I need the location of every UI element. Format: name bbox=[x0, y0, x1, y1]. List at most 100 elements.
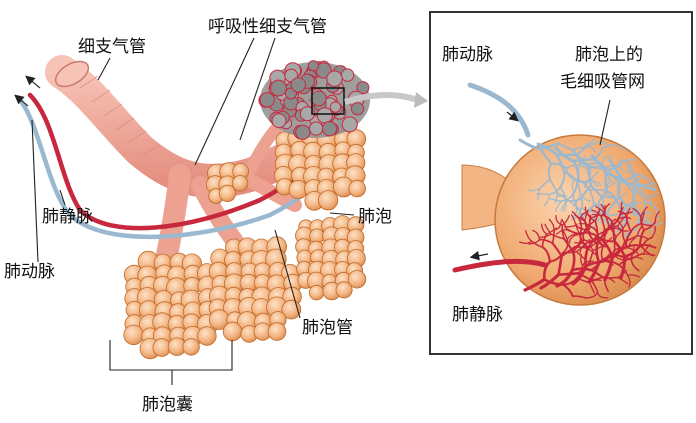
capillary-segment bbox=[636, 182, 657, 191]
capillary-segment bbox=[630, 253, 645, 261]
capillary-segment bbox=[556, 195, 569, 202]
vein-flow-arrow bbox=[25, 75, 41, 89]
capillary-segment bbox=[620, 201, 623, 215]
capillary-segment bbox=[539, 273, 561, 290]
capillary-segment bbox=[625, 244, 644, 249]
capillary-segment bbox=[574, 214, 586, 222]
capillary-alveolus bbox=[350, 102, 365, 116]
capillary-alveolus bbox=[329, 101, 342, 113]
capillary-segment bbox=[519, 240, 532, 245]
label-alveolar-sac: 肺泡囊 bbox=[142, 395, 193, 415]
alveolus-bubble bbox=[335, 281, 353, 299]
capillary-segment bbox=[571, 267, 593, 272]
capillary-segment bbox=[612, 224, 615, 242]
capillary-segment bbox=[562, 199, 567, 212]
alveolus-bubble bbox=[267, 322, 287, 341]
capillary-segment bbox=[539, 147, 553, 165]
capillary-segment bbox=[562, 239, 569, 254]
capillary-segment bbox=[530, 240, 544, 249]
capillary-segment bbox=[627, 274, 640, 278]
capillary-segment bbox=[605, 190, 619, 205]
capillary-segment bbox=[538, 238, 554, 244]
capillary-segment bbox=[599, 215, 610, 224]
inset-label-vein: 肺静脉 bbox=[452, 305, 503, 325]
capillary-segment bbox=[563, 171, 578, 183]
capillary-segment bbox=[590, 154, 608, 175]
capillary-segment bbox=[624, 230, 632, 249]
capillary-segment bbox=[543, 194, 550, 206]
capillary-segment bbox=[523, 277, 546, 292]
capillary-segment bbox=[570, 214, 577, 227]
capillary-segment bbox=[585, 236, 600, 245]
capillary-segment bbox=[572, 159, 580, 181]
capillary-segment bbox=[589, 232, 606, 244]
magnify-arrow-head bbox=[414, 92, 428, 108]
label-alveolar-duct: 肺泡管 bbox=[302, 318, 353, 338]
capillary-segment bbox=[547, 186, 561, 196]
capillary-segment bbox=[549, 251, 565, 263]
inset-label-capillary-line2: 毛细吸管网 bbox=[560, 72, 645, 92]
capillary-segment bbox=[590, 184, 603, 199]
alveolar-sacs bbox=[123, 128, 367, 360]
capillary-segment bbox=[630, 222, 643, 233]
capillary-segment bbox=[555, 200, 562, 212]
capillary-segment bbox=[539, 233, 552, 238]
capillary-segment bbox=[603, 213, 610, 228]
capillary-segment bbox=[650, 221, 664, 225]
alveolus-bubble bbox=[347, 270, 367, 289]
capillary-segment bbox=[571, 264, 588, 286]
capillary-segment bbox=[607, 159, 623, 171]
capillary-segment bbox=[584, 210, 598, 215]
capillary-segment bbox=[527, 188, 541, 192]
capillary-segment bbox=[579, 242, 588, 254]
capillary-segment bbox=[603, 214, 615, 226]
capillary-segment bbox=[620, 211, 633, 215]
capillary-segment bbox=[539, 142, 560, 150]
capillary-segment bbox=[545, 227, 557, 236]
capillary-segment bbox=[602, 183, 614, 191]
capillary-segment bbox=[655, 208, 659, 221]
capillary-segment bbox=[604, 171, 609, 193]
capillary-segment bbox=[588, 166, 593, 187]
label-alveolus: 肺泡 bbox=[358, 207, 392, 227]
capillary-segment bbox=[555, 215, 564, 226]
capillary-segment bbox=[643, 221, 657, 231]
capillary-segment bbox=[600, 215, 606, 231]
magnify-arrow bbox=[344, 92, 419, 105]
capillary-segment bbox=[566, 228, 578, 236]
capillary-segment bbox=[585, 292, 598, 299]
capillary-segment bbox=[588, 166, 610, 171]
capillary-segment bbox=[561, 215, 570, 226]
capillary-segment bbox=[554, 146, 576, 163]
alveolus-bubble bbox=[348, 179, 366, 198]
capillary-alveolus bbox=[270, 79, 287, 97]
capillary-segment bbox=[528, 239, 541, 245]
capillary-segment bbox=[590, 279, 599, 294]
capillary-segment bbox=[623, 244, 642, 258]
capillary-segment bbox=[626, 162, 640, 186]
capillary-segment bbox=[541, 223, 548, 236]
capillary-segment bbox=[578, 232, 589, 249]
capillary-alveolus bbox=[340, 68, 355, 82]
capillary-segment bbox=[586, 140, 602, 145]
capillary-segment bbox=[612, 239, 626, 258]
capillary-segment bbox=[563, 224, 577, 228]
artery-flow-arrow bbox=[14, 94, 29, 107]
capillary-covered-cluster bbox=[258, 60, 370, 140]
capillary-segment bbox=[618, 216, 632, 220]
capillary-alveolus bbox=[341, 116, 358, 133]
capillary-segment bbox=[536, 193, 550, 196]
capillary-alveolus bbox=[356, 81, 370, 95]
capillary-segment bbox=[617, 225, 629, 232]
capillary-segment bbox=[572, 295, 588, 299]
capillary-segment bbox=[600, 244, 605, 260]
alveolus-bubble bbox=[231, 175, 249, 192]
capillary-segment bbox=[544, 223, 552, 235]
capillary-segment bbox=[588, 189, 595, 204]
capillary-segment bbox=[548, 218, 555, 231]
capillary-segment bbox=[574, 241, 588, 245]
capillary-segment bbox=[621, 227, 626, 243]
capillary-segment bbox=[641, 246, 654, 257]
capillary-segment bbox=[565, 164, 581, 170]
capillary-segment bbox=[568, 234, 578, 244]
